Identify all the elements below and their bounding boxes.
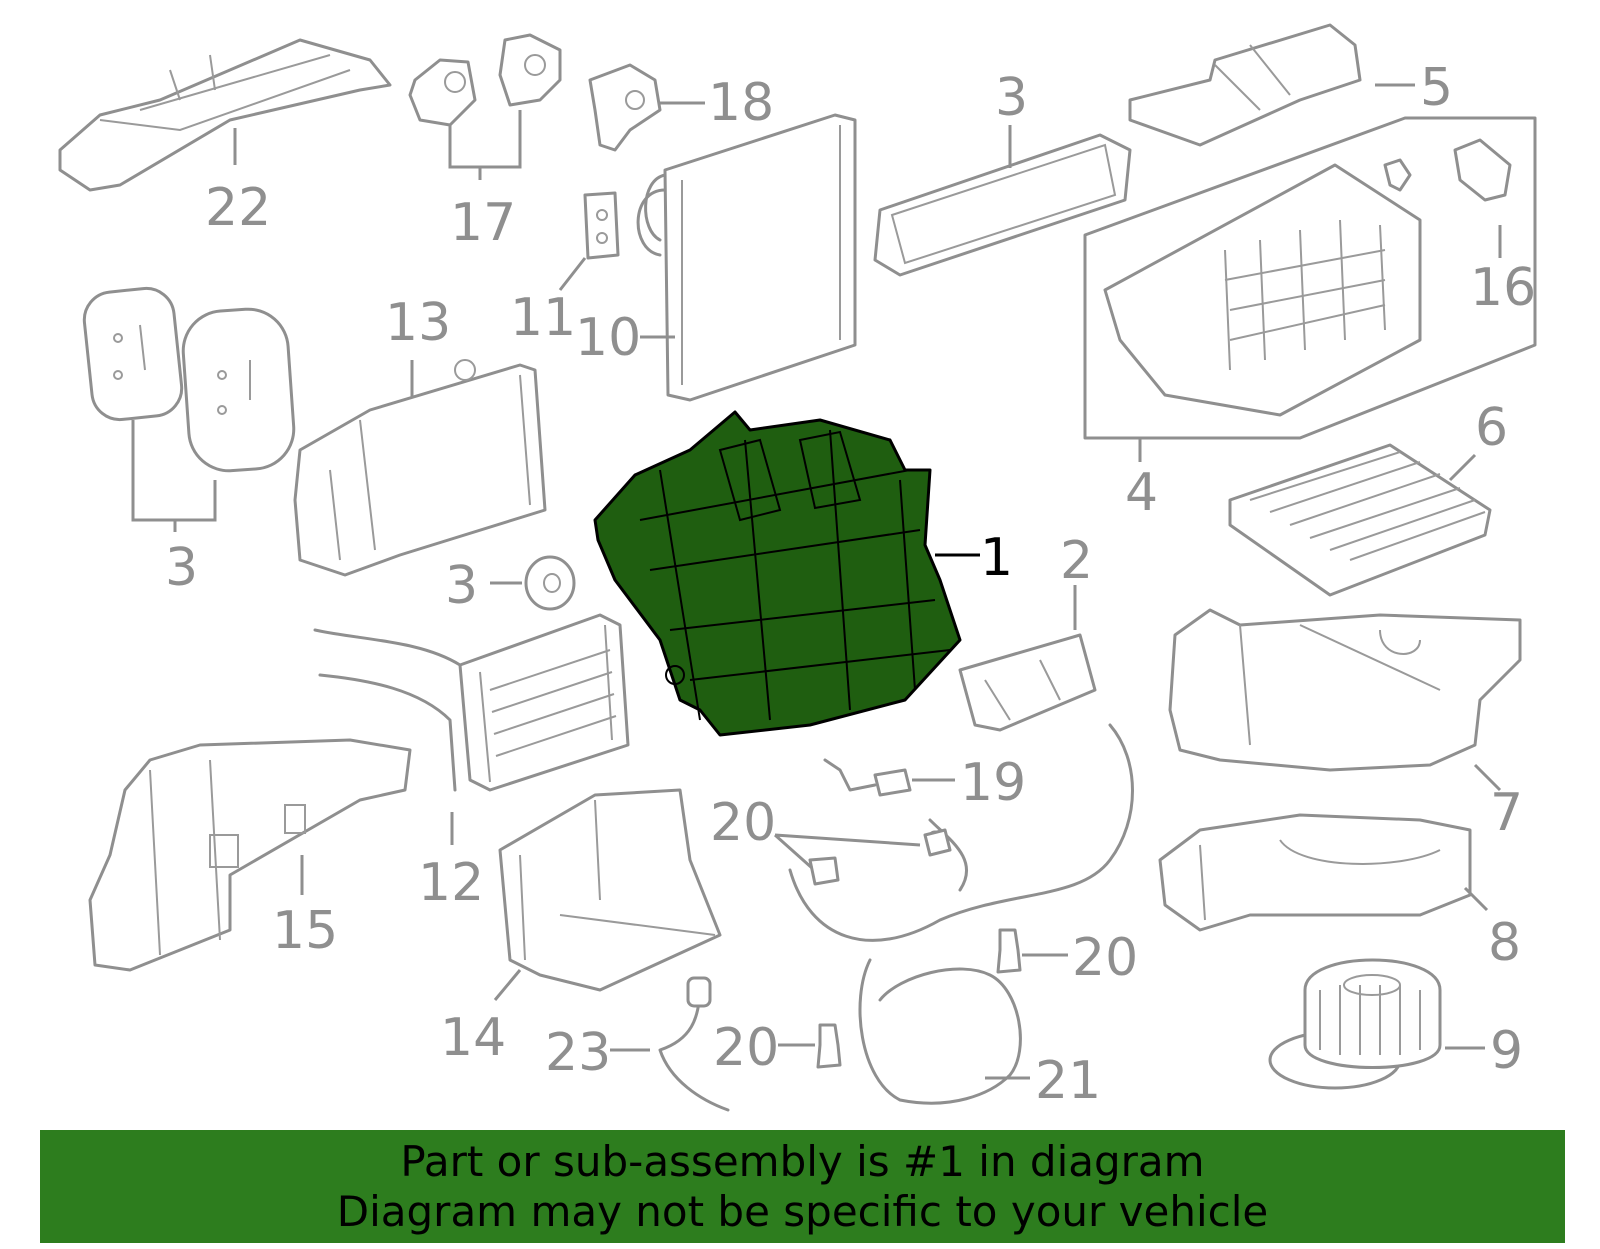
callout-12: 12 <box>418 853 484 913</box>
callout-22: 22 <box>205 178 271 238</box>
leader-6 <box>1448 453 1477 482</box>
banner-line-2: Diagram may not be specific to your vehi… <box>336 1187 1269 1236</box>
part-6-filter <box>1228 443 1492 597</box>
info-banner: Part or sub-assembly is #1 in diagram Di… <box>40 1130 1565 1243</box>
part-13-frame <box>293 359 547 577</box>
part-14-module <box>498 788 722 992</box>
callout-5: 5 <box>1420 58 1453 118</box>
callout-1: 1 <box>980 528 1013 588</box>
leader-7 <box>1473 763 1502 792</box>
part-10-evaporator <box>636 113 857 402</box>
callout-17: 17 <box>450 193 516 253</box>
part-18-actuator <box>588 63 662 152</box>
callout-3-top: 3 <box>995 68 1028 128</box>
part-17-actuators <box>408 33 562 127</box>
part-11-valve <box>583 191 620 260</box>
callout-4: 4 <box>1125 463 1158 523</box>
leader-8 <box>1463 886 1489 912</box>
callout-20-right: 20 <box>1072 928 1138 988</box>
part-23-hose <box>658 976 730 1112</box>
callout-18: 18 <box>708 73 774 133</box>
part-3-pads <box>82 286 296 473</box>
part-12-heater-core <box>313 613 630 792</box>
callout-13: 13 <box>385 293 451 353</box>
part-20-clips <box>808 828 1022 1069</box>
banner-line-1: Part or sub-assembly is #1 in diagram <box>400 1137 1205 1186</box>
part-15-duct <box>88 738 412 972</box>
leader-20-top <box>774 833 921 870</box>
part-9-blower-motor <box>1268 958 1442 1090</box>
callout-3-pads: 3 <box>165 538 198 598</box>
leader-14 <box>493 969 522 1001</box>
part-22-duct <box>58 38 392 192</box>
part-3-seal-top <box>873 133 1132 277</box>
callout-21: 21 <box>1035 1051 1101 1111</box>
callout-14: 14 <box>440 1008 506 1068</box>
callout-9: 9 <box>1490 1021 1523 1081</box>
part-5-panel <box>1128 23 1362 147</box>
callout-2: 2 <box>1060 531 1093 591</box>
part-1-hvac-case <box>593 410 962 737</box>
part-3-grommet <box>524 555 576 611</box>
leader-17 <box>448 110 522 180</box>
callout-11: 11 <box>510 288 576 348</box>
part-4-housing <box>1083 116 1537 440</box>
callout-15: 15 <box>272 901 338 961</box>
part-2-bracket <box>958 633 1097 732</box>
part-7-blower-case <box>1168 608 1522 772</box>
callout-10: 10 <box>575 308 641 368</box>
leader-11 <box>558 257 587 291</box>
callout-16: 16 <box>1470 258 1536 318</box>
part-8-lower-case <box>1158 813 1472 932</box>
callout-19: 19 <box>960 753 1026 813</box>
callout-3-grommet: 3 <box>445 556 478 616</box>
callout-7: 7 <box>1490 783 1523 843</box>
callout-6: 6 <box>1475 398 1508 458</box>
part-19-sensor <box>823 758 912 797</box>
callout-20-bottom: 20 <box>713 1018 779 1078</box>
callout-8: 8 <box>1488 913 1521 973</box>
leader-3-pads <box>131 420 217 532</box>
callout-23: 23 <box>545 1023 611 1083</box>
callout-20-top: 20 <box>710 793 776 853</box>
